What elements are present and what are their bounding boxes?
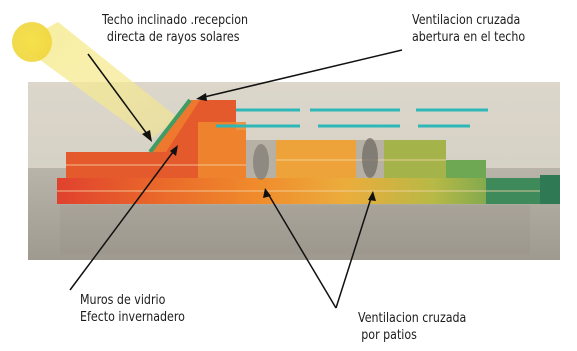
middle-block bbox=[276, 140, 356, 178]
patio-ventilation-label: Ventilacion cruzada por patios bbox=[358, 310, 466, 344]
arrow-roof-ventilation bbox=[199, 49, 403, 99]
sloped-roof-label-line2: directa de rayos solares bbox=[106, 29, 240, 45]
glass-walls-label-line1: Muros de vidrio bbox=[80, 292, 166, 308]
end-block bbox=[540, 175, 560, 204]
sloped-roof-label-line1: Techo inclinado .recepcion bbox=[102, 12, 249, 28]
patio-tree-right bbox=[362, 138, 378, 178]
arrow-patio-left bbox=[266, 191, 337, 309]
ventilation-lines bbox=[216, 108, 488, 128]
glass-walls-label: Muros de vidrio Efecto invernadero bbox=[80, 292, 185, 326]
green-block bbox=[384, 140, 446, 178]
arrowheads bbox=[142, 93, 376, 201]
roof-ventilation-label-line2: abertura en el techo bbox=[412, 29, 526, 45]
roof-ventilation-label-line1: Ventilacion cruzada bbox=[412, 12, 521, 28]
patio-tree-left bbox=[253, 144, 269, 180]
arrow-glass-walls bbox=[69, 147, 177, 291]
arrow-sloped-roof bbox=[87, 53, 151, 139]
arrow-patio-right bbox=[335, 194, 373, 309]
roof-ventilation-label: Ventilacion cruzada abertura en el techo bbox=[412, 12, 525, 46]
sunbeam bbox=[18, 22, 178, 140]
building-section bbox=[57, 98, 560, 204]
glass-roof-edge bbox=[148, 98, 192, 154]
patio-ventilation-label-line2: por patios bbox=[361, 327, 417, 343]
glass-walls-label-line2: Efecto invernadero bbox=[80, 309, 185, 325]
patio-ventilation-label-line1: Ventilacion cruzada bbox=[358, 310, 467, 326]
sloped-roof-label: Techo inclinado .recepcion directa de ra… bbox=[102, 12, 248, 46]
sun-icon bbox=[12, 22, 52, 62]
leader-lines bbox=[69, 49, 403, 309]
